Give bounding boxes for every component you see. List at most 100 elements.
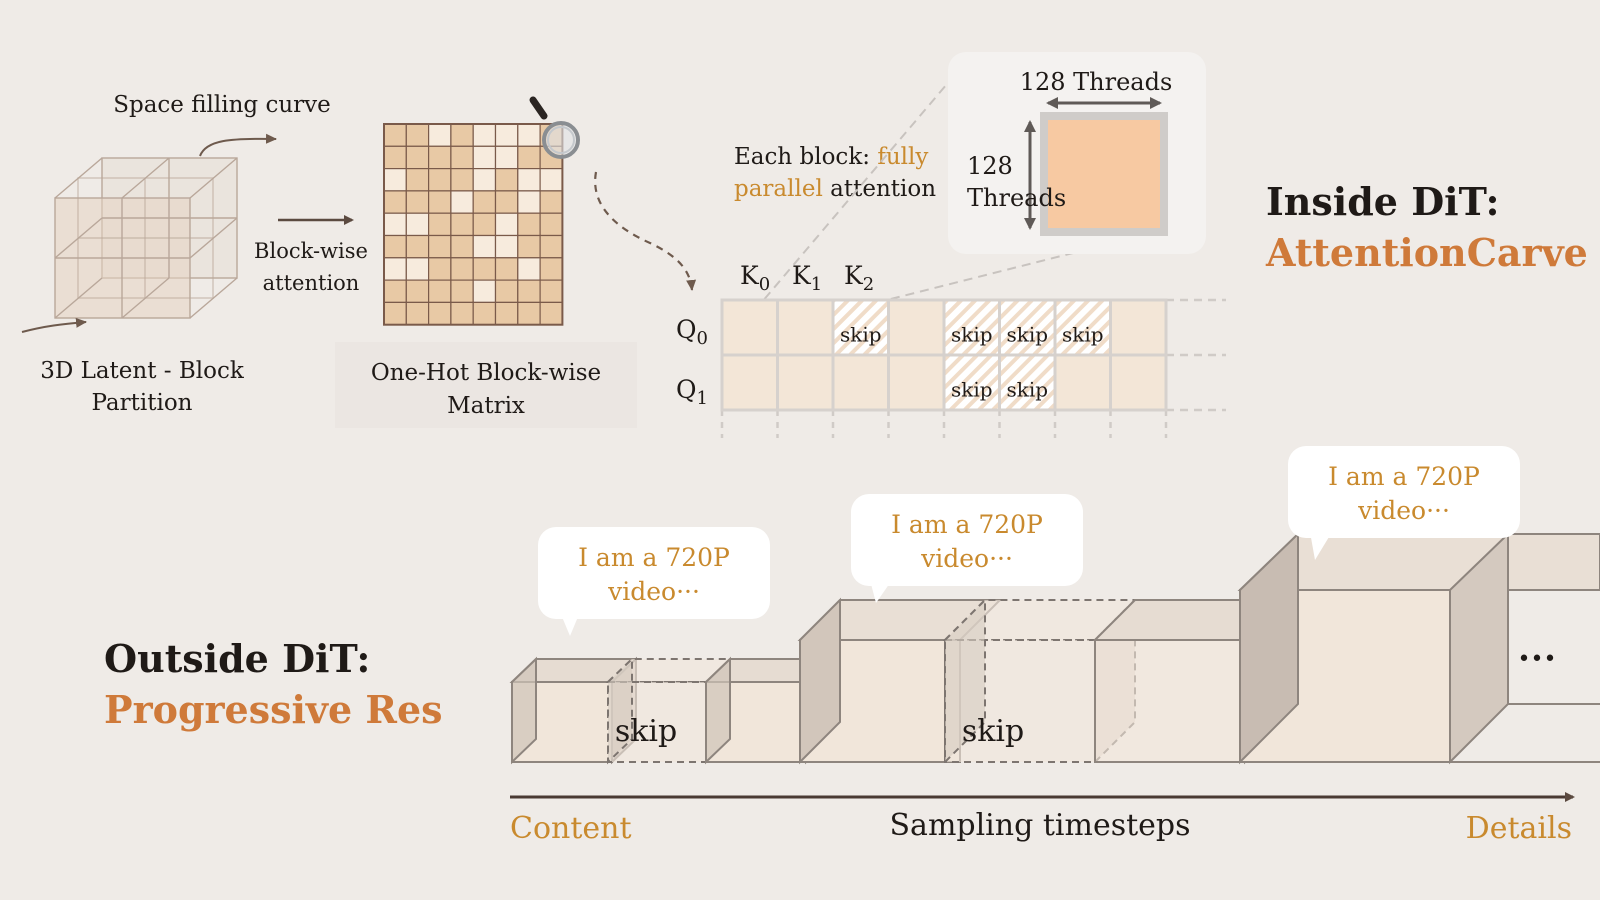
matrix-cell	[450, 123, 474, 147]
matrix-cell	[428, 234, 452, 259]
q-label: Q0	[676, 315, 708, 349]
latent-label-2: Partition	[91, 390, 192, 416]
matrix-cell	[405, 257, 430, 281]
matrix-cell	[383, 123, 407, 147]
matrix-cell	[405, 123, 430, 147]
matrix-cell	[517, 190, 541, 214]
matrix-cell	[472, 190, 497, 214]
each-block-line1: Each block: fully	[734, 144, 928, 170]
matrix-cell	[405, 168, 430, 192]
matrix-cell	[472, 279, 497, 304]
matrix-cell	[472, 212, 497, 237]
inside-dit-title: Inside DiT:	[1266, 179, 1500, 224]
svg-text:video···: video···	[607, 577, 700, 606]
matrix-cell	[472, 234, 497, 259]
matrix-cell	[494, 145, 519, 170]
axis-start-label: Content	[510, 811, 632, 846]
medium-cube-1	[797, 597, 1003, 765]
threads-horizontal-label: 128 Threads	[1020, 68, 1173, 96]
progressive-res-title: Progressive Res	[104, 687, 443, 732]
matrix-cell	[450, 212, 474, 237]
svg-text:I am a 720P: I am a 720P	[891, 510, 1043, 539]
matrix-cell	[450, 190, 474, 214]
axis-label: Sampling timesteps	[890, 808, 1191, 843]
curve-arrow-top	[199, 133, 277, 157]
matrix-cell	[517, 145, 541, 170]
matrix-cell	[539, 279, 563, 304]
space-filling-curve-label: Space filling curve	[113, 92, 331, 118]
matrix-cell	[472, 123, 497, 147]
matrix-cell	[405, 145, 430, 170]
matrix-cell	[494, 301, 519, 326]
skip-label: skip	[951, 378, 993, 402]
matrix-cell	[450, 168, 474, 192]
grid-cell	[1109, 298, 1168, 357]
matrix-border	[383, 123, 564, 326]
k-label: K1	[792, 261, 822, 295]
matrix-cell	[494, 190, 519, 214]
matrix-to-grid-arrow	[594, 171, 697, 291]
large-cube	[1237, 531, 1600, 765]
matrix-cell	[383, 257, 407, 281]
speech-bubble-2: I am a 720P video···	[851, 494, 1083, 603]
grid-cell	[887, 298, 946, 357]
matrix-cell	[494, 123, 519, 147]
k-label: K2	[844, 261, 874, 295]
svg-text:I am a 720P: I am a 720P	[578, 543, 730, 572]
each-block-line2: parallel attention	[734, 176, 936, 202]
thread-block	[1048, 120, 1160, 228]
matrix-cell	[428, 279, 452, 304]
matrix-cell	[405, 301, 430, 326]
attention-carve-title: AttentionCarve	[1265, 230, 1588, 275]
grid-cell	[720, 298, 779, 357]
matrix-cell	[539, 234, 563, 259]
matrix-cell	[450, 279, 474, 304]
matrix-cell	[383, 145, 407, 170]
matrix-cell	[494, 234, 519, 259]
svg-text:video···: video···	[1357, 496, 1450, 525]
matrix-cell	[539, 168, 563, 192]
threads-vertical-number: 128	[967, 152, 1013, 180]
small-cube-skip	[605, 656, 735, 765]
matrix-cell	[383, 212, 407, 237]
skip-label: skip	[840, 323, 882, 347]
axis-end-label: Details	[1466, 811, 1572, 846]
threads-vertical-word: Threads	[967, 184, 1066, 212]
grid-cell-skip	[942, 353, 1001, 412]
magnifier-icon	[529, 96, 580, 159]
matrix-cell	[539, 257, 563, 281]
matrix-cell	[383, 301, 407, 326]
matrix-cell	[517, 234, 541, 259]
matrix-cell	[517, 279, 541, 304]
matrix-cell	[450, 257, 474, 281]
matrix-label-2: Matrix	[447, 393, 525, 419]
matrix-cell	[428, 168, 452, 192]
small-skip-label: skip	[615, 714, 677, 749]
matrix-cell	[428, 190, 452, 214]
matrix-cell	[494, 257, 519, 281]
matrix-cell	[383, 279, 407, 304]
matrix-cell	[472, 257, 497, 281]
speech-bubble-1: I am a 720P video···	[538, 527, 770, 636]
matrix-cell	[539, 301, 563, 326]
matrix-cell	[405, 212, 430, 237]
grid-cell	[831, 353, 890, 412]
matrix-cell	[517, 212, 541, 237]
k-label: K0	[740, 261, 770, 295]
matrix-cell	[450, 145, 474, 170]
matrix-cell	[383, 190, 407, 214]
matrix-cell	[405, 279, 430, 304]
matrix-cell	[450, 234, 474, 259]
grid-cell	[776, 353, 835, 412]
matrix-cell	[472, 301, 497, 326]
latent-label-1: 3D Latent - Block	[40, 358, 245, 384]
matrix-cell	[450, 301, 474, 326]
ellipsis: •••	[1518, 647, 1557, 672]
matrix-cell	[539, 190, 563, 214]
grid-cell	[720, 353, 779, 412]
zoom-line-lower	[759, 251, 1078, 333]
matrix-cell	[383, 168, 407, 192]
matrix-cell	[472, 145, 497, 170]
skip-label: skip	[1006, 323, 1048, 347]
